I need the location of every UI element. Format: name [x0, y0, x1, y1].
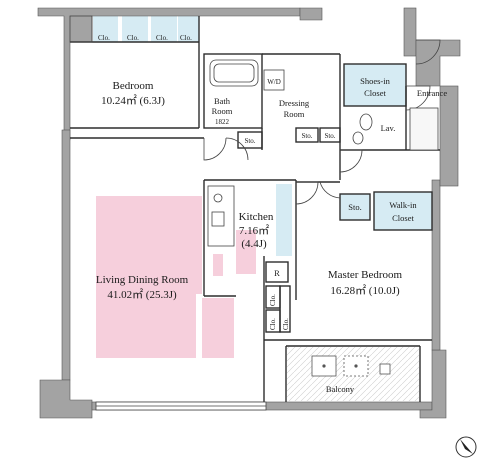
shoes-closet-name-1: Shoes-in: [360, 76, 391, 86]
entrance-door: [415, 39, 441, 65]
closet-label: Clo.: [269, 318, 277, 330]
bath-room-name-2: Room: [212, 106, 233, 116]
lav-name: Lav.: [381, 123, 396, 133]
storage-label: Sto.: [301, 132, 312, 140]
bath-room-name-1: Bath: [214, 96, 231, 106]
living-dining-name: Living Dining Room: [96, 274, 189, 286]
kitchen-area-1: 7.16㎡: [239, 224, 269, 237]
storage-label: Sto.: [244, 137, 255, 145]
closet-label: Clo.: [180, 34, 192, 42]
storage-label: Sto.: [324, 132, 335, 140]
storage-label: Sto.: [348, 202, 361, 212]
living-dining-area: 41.02㎡ (25.3J): [107, 288, 177, 301]
bedroom-name: Bedroom: [113, 80, 154, 92]
refrigerator-label: R: [274, 268, 280, 278]
fixtures: [207, 59, 439, 247]
dressing-room-name-2: Room: [284, 109, 305, 119]
windows: [69, 15, 267, 411]
master-bedroom-name: Master Bedroom: [328, 269, 403, 281]
closet-label: Clo.: [156, 34, 168, 42]
balcony-area: [287, 347, 419, 401]
kitchen-area-2: (4.4J): [241, 238, 267, 250]
closet-fills: [93, 16, 432, 256]
bedroom-area: 10.24㎡ (6.3J): [101, 94, 165, 107]
doors: [203, 85, 431, 205]
entrance-name: Entrance: [417, 88, 447, 98]
closet-label: Clo.: [127, 34, 139, 42]
closet-label: Clo.: [269, 294, 277, 306]
closet-label: Clo.: [98, 34, 110, 42]
bath-room-code: 1822: [215, 118, 230, 126]
shoes-closet-name-2: Closet: [364, 88, 386, 98]
north-arrow-icon: [455, 436, 477, 458]
balcony-name: Balcony: [326, 384, 355, 394]
walkin-closet-name-2: Closet: [392, 213, 414, 223]
interior-walls: [70, 16, 440, 402]
dressing-room-name-1: Dressing: [279, 98, 310, 108]
closet-label: Clo.: [282, 318, 290, 330]
walkin-closet-name-1: Walk-in: [389, 200, 417, 210]
living-floor-highlight: [96, 196, 256, 358]
washer-dryer-label: W/D: [267, 78, 281, 86]
kitchen-name: Kitchen: [239, 211, 274, 223]
master-bedroom-area: 16.28㎡ (10.0J): [330, 284, 400, 297]
